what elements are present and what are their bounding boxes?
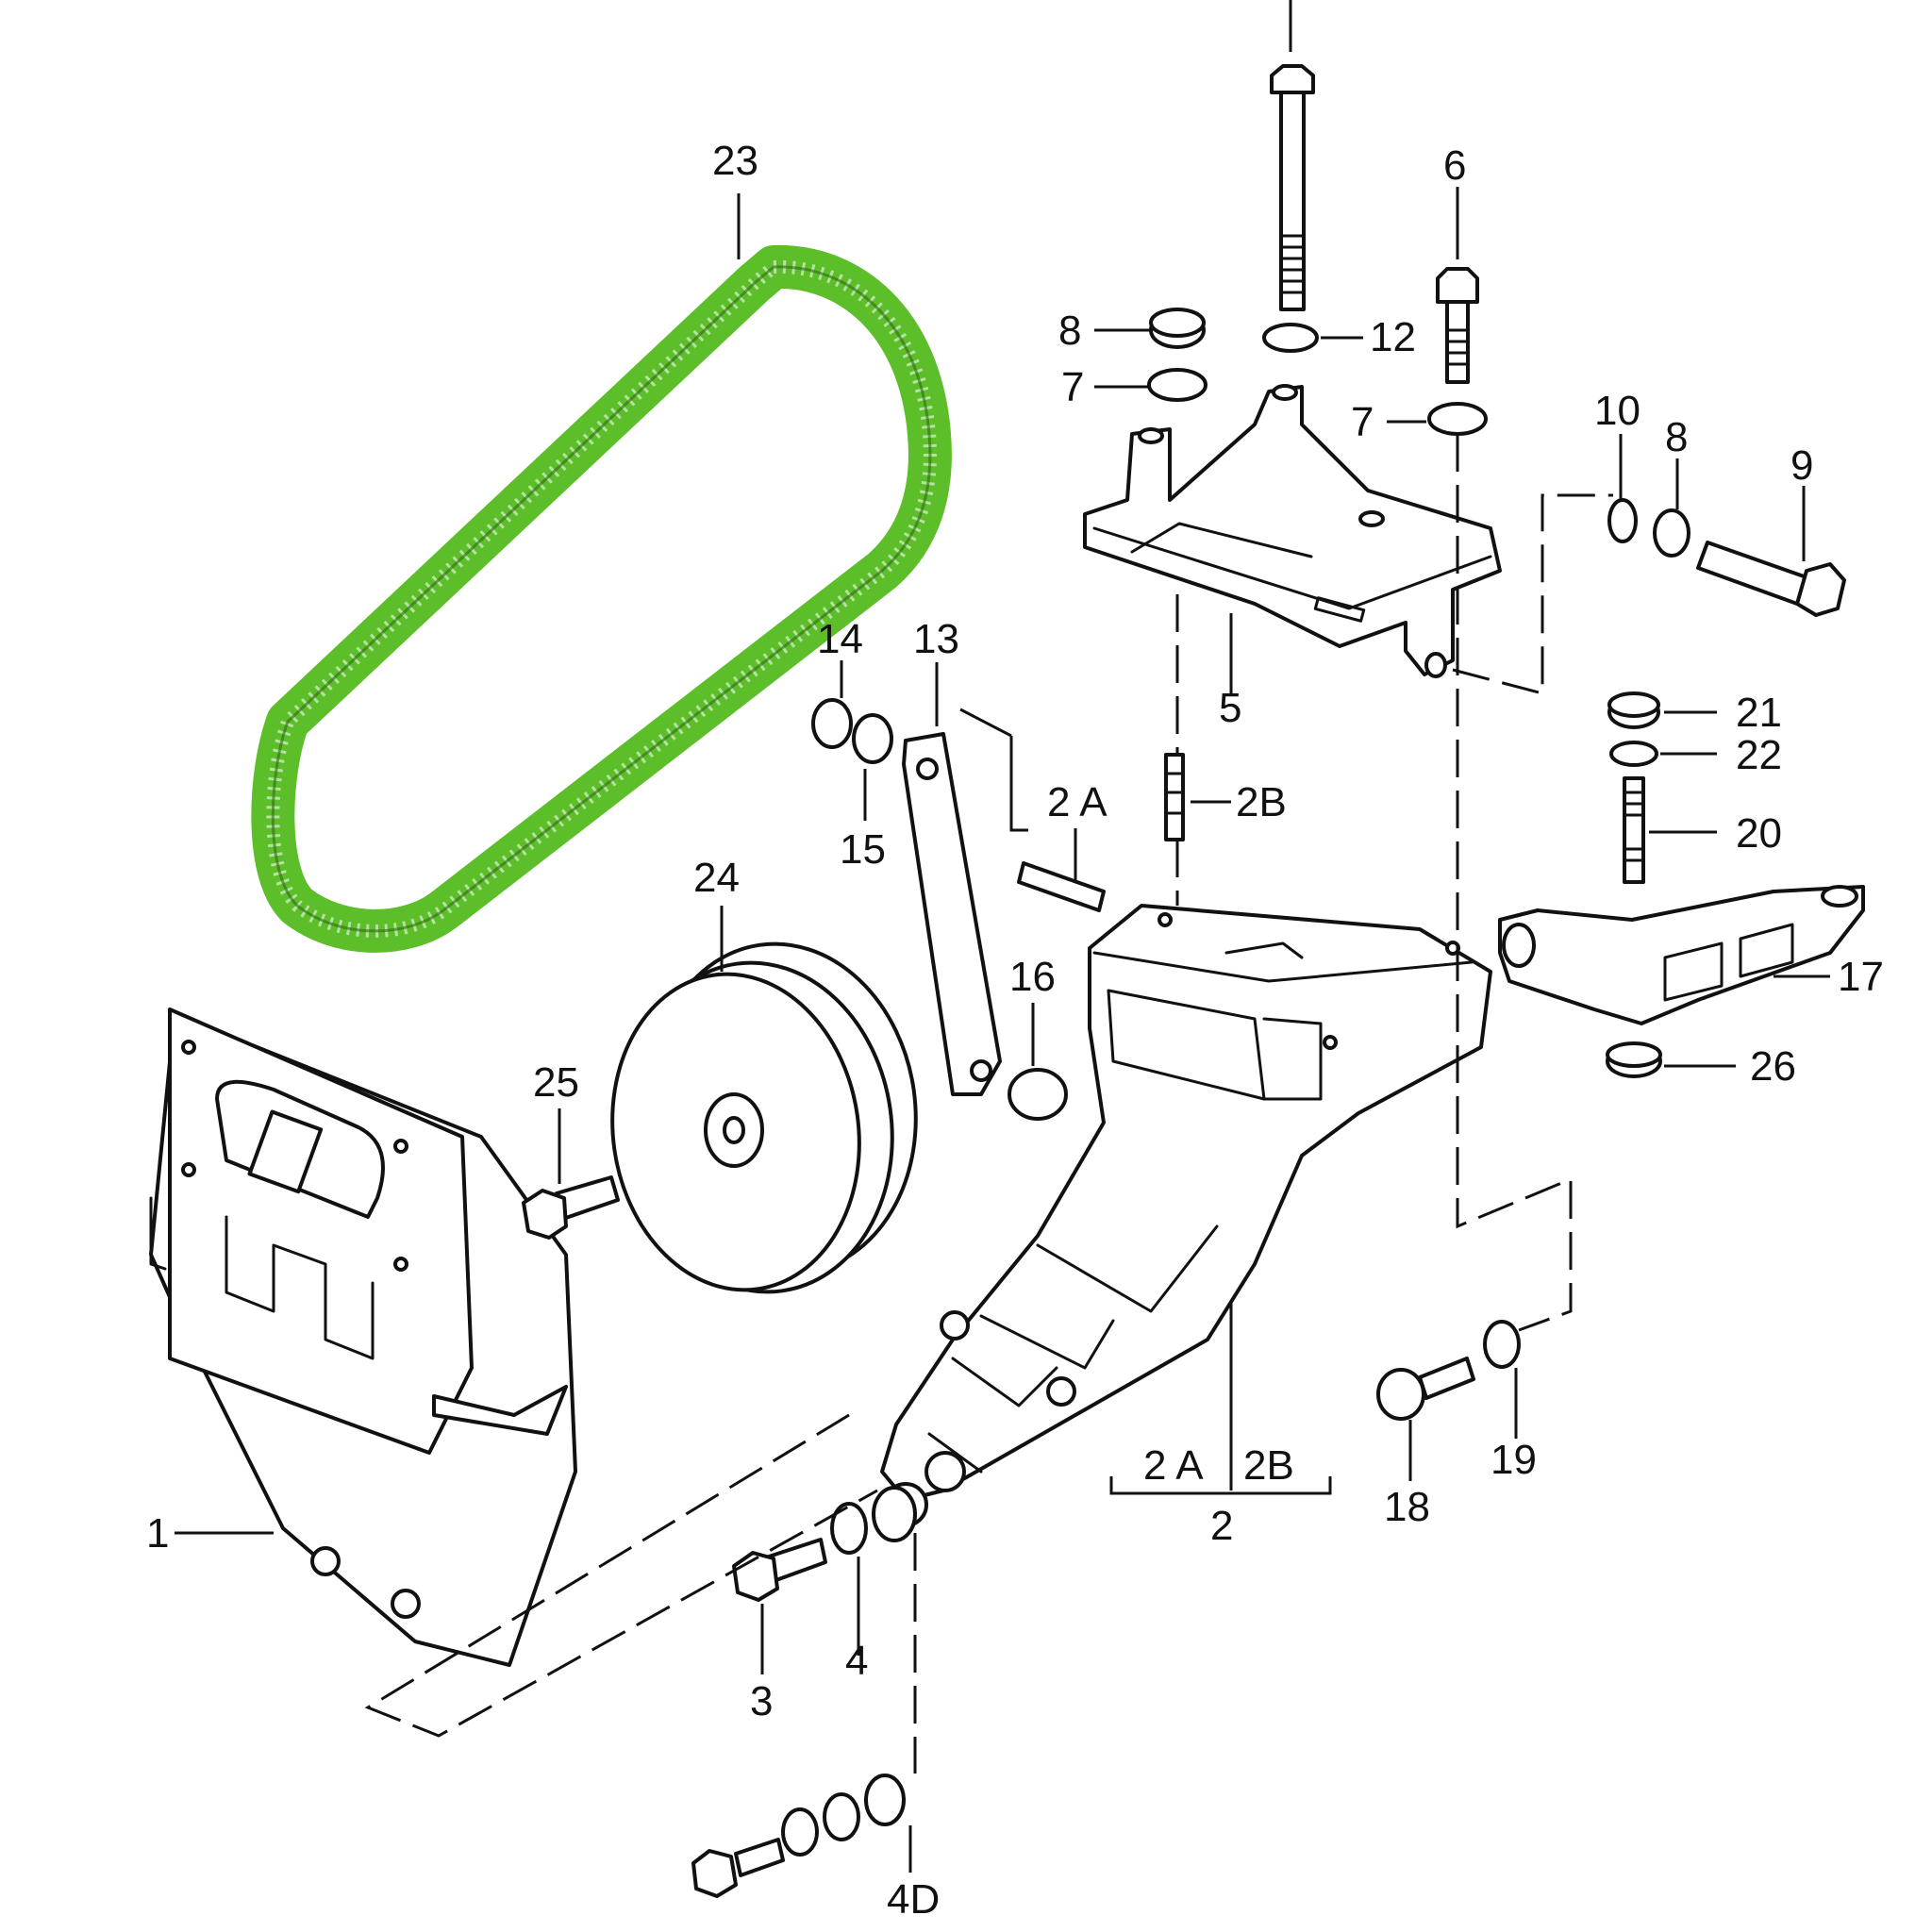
nut-26[interactable]: [1606, 1041, 1662, 1078]
nut-8-right[interactable]: [1653, 508, 1690, 558]
washer-4[interactable]: [830, 1502, 868, 1555]
callout-2b-top: 2B: [1236, 779, 1287, 825]
callout-12: 12: [1370, 314, 1416, 360]
washer-22[interactable]: [1609, 741, 1658, 767]
callout-15: 15: [840, 826, 886, 873]
callout-2a-bottom: 2 A: [1143, 1442, 1204, 1489]
callout-21: 21: [1736, 690, 1782, 736]
callout-1: 1: [146, 1510, 169, 1557]
callout-16: 16: [1009, 954, 1056, 1000]
callout-4d: 4D: [887, 1876, 940, 1923]
callout-7-right: 7: [1351, 399, 1374, 445]
washer-7-left[interactable]: [1147, 368, 1208, 402]
bolt-25[interactable]: [522, 1175, 620, 1240]
callout-7-left: 7: [1061, 364, 1084, 410]
washer-bottom-a[interactable]: [781, 1807, 819, 1857]
callout-2: 2: [1210, 1503, 1233, 1549]
upper-bracket-part-5[interactable]: [1083, 384, 1502, 678]
callout-14: 14: [817, 616, 863, 662]
callout-4: 4: [845, 1638, 868, 1684]
callout-8-left: 8: [1058, 308, 1081, 354]
bolt-3[interactable]: [732, 1538, 827, 1602]
callout-23: 23: [712, 138, 758, 184]
callout-18: 18: [1384, 1484, 1430, 1530]
callout-17: 17: [1838, 954, 1884, 1000]
callout-24: 24: [693, 855, 740, 901]
callout-labels: 23 6 8 12 7 7 10 8 9 5 21 22 20 17 26 14…: [146, 138, 1884, 1923]
stud-2a[interactable]: [1017, 861, 1106, 912]
washer-10[interactable]: [1607, 498, 1638, 543]
washer-bottom-b[interactable]: [823, 1792, 860, 1841]
callout-19: 19: [1491, 1437, 1537, 1483]
stud-20[interactable]: [1623, 776, 1645, 884]
console-bracket-part-2[interactable]: [880, 904, 1492, 1527]
bolt-bottom[interactable]: [691, 1838, 785, 1898]
bolt-6[interactable]: [1436, 267, 1479, 384]
callout-6: 6: [1443, 142, 1466, 189]
callout-22: 22: [1736, 732, 1782, 778]
callout-13: 13: [913, 616, 959, 662]
callout-20: 20: [1736, 810, 1782, 857]
long-bolt[interactable]: [1270, 64, 1315, 311]
nut-4d[interactable]: [864, 1774, 906, 1826]
nut-14[interactable]: [811, 698, 853, 749]
bolt-18[interactable]: [1376, 1357, 1475, 1421]
nut-8-left[interactable]: [1149, 308, 1206, 349]
washer-19[interactable]: [1483, 1320, 1521, 1369]
stud-2b[interactable]: [1164, 753, 1185, 841]
callout-8-right: 8: [1665, 414, 1688, 460]
callout-25: 25: [533, 1059, 579, 1106]
callout-26: 26: [1750, 1043, 1796, 1090]
nut-16[interactable]: [1008, 1068, 1068, 1121]
washer-12[interactable]: [1262, 323, 1319, 353]
assembly-lines: [364, 434, 1613, 1774]
belt-guard-part-1[interactable]: [149, 1008, 577, 1667]
tension-strut-part-13[interactable]: [902, 732, 1002, 1096]
callout-3: 3: [750, 1678, 773, 1724]
pulley-part-24[interactable]: [592, 926, 937, 1309]
washer-7-right[interactable]: [1427, 402, 1488, 436]
callout-2a-top: 2 A: [1047, 779, 1108, 825]
callout-9: 9: [1790, 442, 1813, 489]
callout-2b-bottom: 2B: [1243, 1442, 1294, 1489]
callout-5: 5: [1219, 685, 1241, 731]
bolt-9[interactable]: [1696, 541, 1846, 617]
nut-21[interactable]: [1607, 691, 1660, 729]
v-belt-part-23[interactable]: [251, 244, 952, 953]
washer-15[interactable]: [852, 713, 893, 764]
support-bracket-part-17[interactable]: [1498, 885, 1865, 1025]
callout-10: 10: [1594, 388, 1641, 434]
leader-lines: [175, 0, 1830, 1873]
spacer[interactable]: [872, 1486, 917, 1542]
